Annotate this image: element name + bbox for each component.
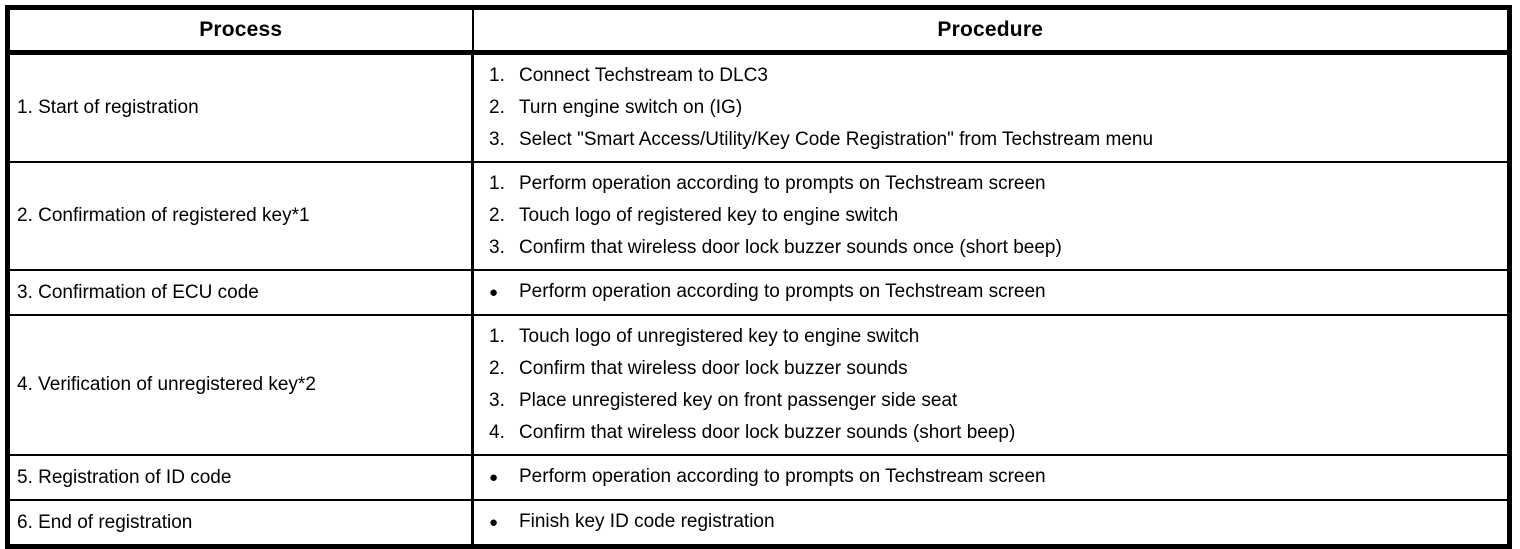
procedure-step: 3. Confirm that wireless door lock buzzer… xyxy=(489,232,1501,264)
procedure-cell: ● Perform operation according to prompts … xyxy=(471,269,1511,316)
process-cell: 3. Confirmation of ECU code xyxy=(6,269,474,316)
step-number: 1. xyxy=(489,326,505,347)
procedure-cell: 1. Perform operation according to prompts… xyxy=(471,161,1511,271)
step-text: Perform operation according to prompts o… xyxy=(519,173,1046,194)
procedure-step: ● Finish key ID code registration xyxy=(489,506,1501,539)
table-header-row: Process Procedure xyxy=(6,6,1511,55)
procedure-step: 3. Place unregistered key on front passen… xyxy=(489,385,1501,417)
step-text: Confirm that wireless door lock buzzer s… xyxy=(519,422,1016,443)
column-header-process: Process xyxy=(6,6,474,55)
procedure-step: 2. Turn engine switch on (IG) xyxy=(489,92,1501,124)
step-number: 3. xyxy=(489,237,505,258)
procedure-step: 1. Connect Techstream to DLC3 xyxy=(489,60,1501,92)
process-cell: 4. Verification of unregistered key*2 xyxy=(6,314,474,456)
table-row: 2. Confirmation of registered key*1 1. Per… xyxy=(6,161,1511,271)
table-row: 4. Verification of unregistered key*2 1. T… xyxy=(6,314,1511,456)
step-number: 1. xyxy=(489,65,505,86)
procedure-step: 2. Touch logo of registered key to engine… xyxy=(489,200,1501,232)
process-cell: 6. End of registration xyxy=(6,499,474,548)
step-text: Perform operation according to prompts o… xyxy=(519,281,1046,302)
process-cell: 5. Registration of ID code xyxy=(6,454,474,501)
process-cell: 1. Start of registration xyxy=(6,51,474,163)
bullet-icon: ● xyxy=(489,514,499,531)
procedure-step: 4. Confirm that wireless door lock buzzer… xyxy=(489,417,1501,449)
step-text: Perform operation according to prompts o… xyxy=(519,466,1046,487)
table-row: 6. End of registration ● Finish key ID cod… xyxy=(6,499,1511,548)
procedure-step: 1. Touch logo of unregistered key to engi… xyxy=(489,321,1501,353)
procedure-cell: ● Perform operation according to prompts … xyxy=(471,454,1511,501)
step-number: 2. xyxy=(489,205,505,226)
procedure-step: 2. Confirm that wireless door lock buzzer… xyxy=(489,353,1501,385)
procedure-step: 1. Perform operation according to prompts… xyxy=(489,168,1501,200)
step-text: Touch logo of registered key to engine s… xyxy=(519,205,899,226)
procedure-step: ● Perform operation according to prompts … xyxy=(489,276,1501,309)
bullet-icon: ● xyxy=(489,469,499,486)
bullet-icon: ● xyxy=(489,284,499,301)
procedure-cell: 1. Connect Techstream to DLC3 2. Turn engin… xyxy=(471,51,1511,163)
table-body: 1. Start of registration 1. Connect Techst… xyxy=(6,51,1511,548)
step-text: Connect Techstream to DLC3 xyxy=(519,65,768,86)
step-text: Place unregistered key on front passenge… xyxy=(519,390,958,411)
table-row: 1. Start of registration 1. Connect Techst… xyxy=(6,51,1511,163)
registration-procedure-table: Process Procedure 1. Start of registrati… xyxy=(5,5,1512,549)
process-cell: 2. Confirmation of registered key*1 xyxy=(6,161,474,271)
column-header-procedure: Procedure xyxy=(471,6,1511,55)
procedure-cell: 1. Touch logo of unregistered key to engi… xyxy=(471,314,1511,456)
step-text: Touch logo of unregistered key to engine… xyxy=(519,326,920,347)
step-text: Confirm that wireless door lock buzzer s… xyxy=(519,358,908,379)
step-number: 4. xyxy=(489,422,505,443)
step-number: 2. xyxy=(489,97,505,118)
step-number: 3. xyxy=(489,129,505,150)
procedure-cell: ● Finish key ID code registration xyxy=(471,499,1511,548)
step-text: Confirm that wireless door lock buzzer s… xyxy=(519,237,1062,258)
step-text: Turn engine switch on (IG) xyxy=(519,97,743,118)
procedure-step: 3. Select "Smart Access/Utility/Key Code … xyxy=(489,124,1501,156)
step-number: 3. xyxy=(489,390,505,411)
procedure-step: ● Perform operation according to prompts … xyxy=(489,461,1501,494)
step-number: 1. xyxy=(489,173,505,194)
step-number: 2. xyxy=(489,358,505,379)
step-text: Finish key ID code registration xyxy=(519,511,775,532)
table-row: 3. Confirmation of ECU code ● Perform oper… xyxy=(6,269,1511,316)
step-text: Select "Smart Access/Utility/Key Code Re… xyxy=(519,129,1154,150)
table-row: 5. Registration of ID code ● Perform opera… xyxy=(6,454,1511,501)
